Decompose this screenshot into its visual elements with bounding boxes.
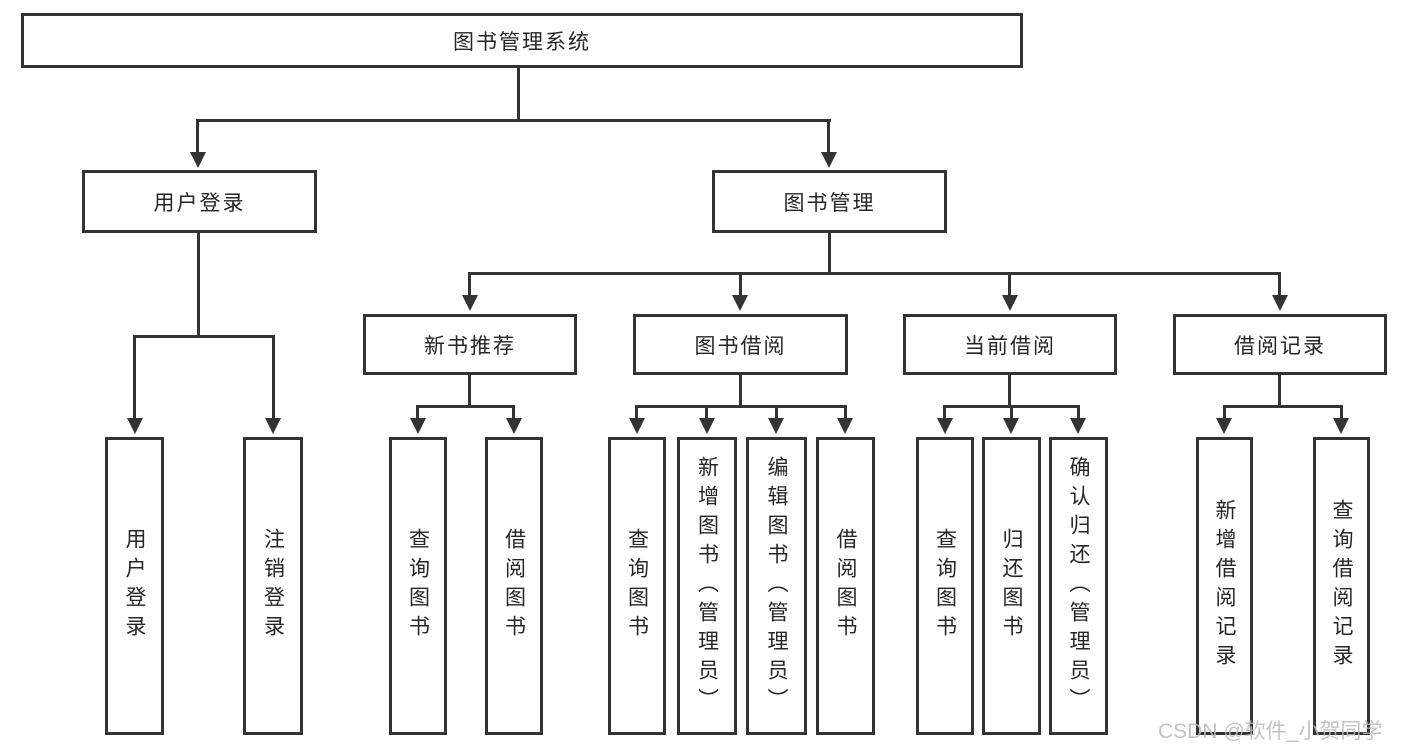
node-label: 图书借阅 bbox=[694, 334, 787, 358]
leaf-label: 查询图书 bbox=[933, 528, 957, 644]
node-label: 图书管理 bbox=[783, 191, 876, 215]
leaf-logout: 注销登录 bbox=[243, 437, 303, 735]
connector-line bbox=[1077, 405, 1080, 421]
connector-line bbox=[196, 119, 831, 122]
leaf-borrow-books: 借阅图书 bbox=[816, 437, 875, 735]
leaf-label: 查询图书 bbox=[625, 528, 649, 644]
leaf-label: 归还图书 bbox=[1000, 528, 1023, 644]
leaf-query-books: 查询图书 bbox=[389, 437, 447, 735]
node-user-login-branch: 用户登录 bbox=[82, 170, 317, 233]
node-label: 借阅记录 bbox=[1234, 334, 1326, 358]
connector-line bbox=[196, 119, 199, 157]
arrowhead-down-icon bbox=[462, 295, 478, 311]
arrowhead-down-icon bbox=[1003, 418, 1019, 434]
leaf-add-books-admin: 新增图书（管理员） bbox=[677, 437, 737, 735]
connector-line bbox=[1340, 405, 1343, 421]
connector-line bbox=[1223, 405, 1226, 421]
arrowhead-down-icon bbox=[1002, 295, 1018, 311]
connector-line bbox=[775, 405, 778, 421]
node-book-management-branch: 图书管理 bbox=[712, 170, 947, 233]
leaf-borrow-books: 借阅图书 bbox=[485, 437, 543, 735]
connector-line bbox=[943, 405, 946, 421]
connector-line bbox=[197, 233, 200, 338]
leaf-add-borrow-record: 新增借阅记录 bbox=[1196, 437, 1253, 735]
leaf-query-books: 查询图书 bbox=[608, 437, 666, 735]
connector-line bbox=[1008, 375, 1011, 408]
connector-line bbox=[1278, 375, 1281, 408]
leaf-user-login: 用户登录 bbox=[105, 437, 164, 735]
connector-line bbox=[272, 335, 275, 421]
connector-line bbox=[1278, 272, 1281, 298]
arrowhead-down-icon bbox=[837, 418, 853, 434]
connector-line bbox=[705, 405, 708, 421]
arrowhead-down-icon bbox=[1333, 418, 1349, 434]
leaf-query-borrow-record: 查询借阅记录 bbox=[1313, 437, 1370, 735]
leaf-label: 新增图书（管理员） bbox=[695, 455, 719, 717]
node-label: 新书推荐 bbox=[424, 334, 516, 358]
node-borrow-record: 借阅记录 bbox=[1173, 314, 1387, 375]
node-root-label: 图书管理系统 bbox=[453, 30, 591, 54]
arrowhead-down-icon bbox=[1216, 418, 1232, 434]
arrowhead-down-icon bbox=[506, 418, 522, 434]
arrowhead-down-icon bbox=[768, 418, 784, 434]
leaf-label: 查询图书 bbox=[406, 528, 430, 644]
connector-line bbox=[739, 272, 742, 298]
connector-line bbox=[635, 405, 846, 408]
leaf-label: 编辑图书（管理员） bbox=[765, 455, 788, 717]
arrowhead-down-icon bbox=[410, 418, 426, 434]
connector-line bbox=[1010, 405, 1013, 421]
connector-line bbox=[739, 375, 742, 408]
leaf-query-books: 查询图书 bbox=[916, 437, 974, 735]
node-root: 图书管理系统 bbox=[21, 13, 1023, 68]
arrowhead-down-icon bbox=[699, 418, 715, 434]
leaf-label: 新增借阅记录 bbox=[1213, 499, 1236, 673]
arrowhead-down-icon bbox=[127, 418, 143, 434]
connector-line bbox=[635, 405, 638, 421]
connector-line bbox=[512, 405, 515, 421]
leaf-return-books: 归还图书 bbox=[982, 437, 1041, 735]
connector-line bbox=[828, 233, 831, 275]
node-label: 当前借阅 bbox=[964, 334, 1056, 358]
node-label: 用户登录 bbox=[153, 191, 246, 215]
connector-line bbox=[416, 405, 515, 408]
csdn-watermark: CSDN @软件_小贺同学 bbox=[1158, 720, 1383, 743]
arrowhead-down-icon bbox=[937, 418, 953, 434]
leaf-label: 查询借阅记录 bbox=[1330, 499, 1353, 673]
connector-line bbox=[416, 405, 419, 421]
arrowhead-down-icon bbox=[629, 418, 645, 434]
leaf-label: 注销登录 bbox=[261, 528, 285, 644]
connector-line bbox=[468, 272, 1281, 275]
arrowhead-down-icon bbox=[190, 152, 206, 168]
arrowhead-down-icon bbox=[1070, 418, 1086, 434]
node-new-book-recommend: 新书推荐 bbox=[363, 314, 577, 375]
leaf-label: 确认归还（管理员） bbox=[1067, 455, 1090, 717]
leaf-label: 借阅图书 bbox=[834, 528, 857, 644]
connector-line bbox=[1223, 405, 1343, 408]
node-current-borrow: 当前借阅 bbox=[903, 314, 1117, 375]
connector-line bbox=[468, 272, 471, 298]
leaf-label: 借阅图书 bbox=[502, 528, 526, 644]
connector-line bbox=[827, 119, 830, 157]
leaf-label: 用户登录 bbox=[123, 528, 146, 644]
leaf-edit-books-admin: 编辑图书（管理员） bbox=[746, 437, 807, 735]
arrowhead-down-icon bbox=[265, 418, 281, 434]
connector-line bbox=[133, 335, 136, 421]
connector-line bbox=[133, 335, 275, 338]
node-book-borrow: 图书借阅 bbox=[633, 314, 848, 375]
leaf-confirm-return-admin: 确认归还（管理员） bbox=[1049, 437, 1108, 735]
arrowhead-down-icon bbox=[1272, 295, 1288, 311]
arrowhead-down-icon bbox=[732, 295, 748, 311]
connector-line bbox=[844, 405, 847, 421]
connector-line bbox=[468, 375, 471, 408]
connector-line bbox=[1008, 272, 1011, 298]
arrowhead-down-icon bbox=[821, 152, 837, 168]
connector-line bbox=[517, 66, 520, 122]
